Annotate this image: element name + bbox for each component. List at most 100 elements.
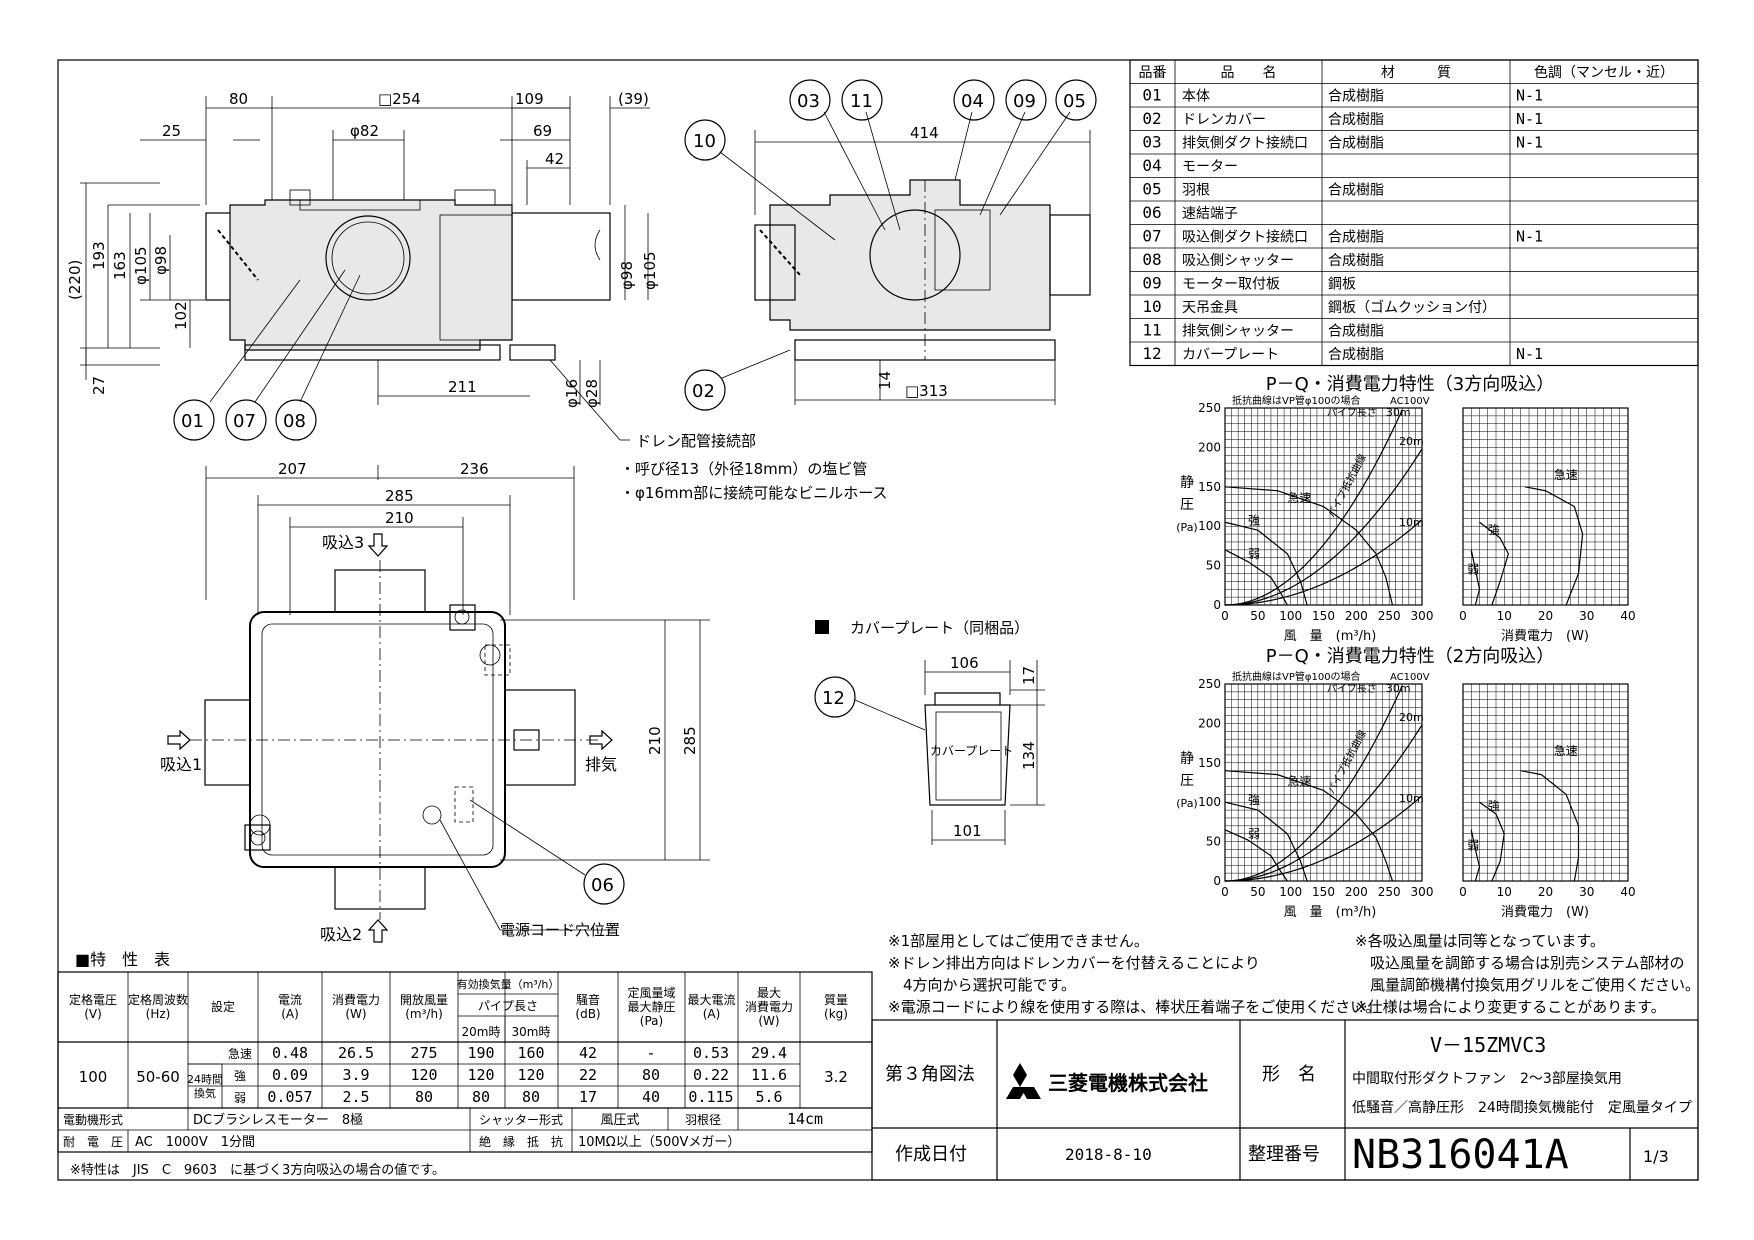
spec-section: ■特 性 表 定格電圧(V)定格周波数(Hz)設定電流(A)消費電力(W)開放風… bbox=[57, 950, 873, 1178]
callout-07: 07 bbox=[233, 411, 256, 432]
parts-material: 合成樹脂 bbox=[1328, 136, 1384, 152]
series-label: 急速 bbox=[1287, 490, 1311, 505]
parts-header: 品番 bbox=[1139, 65, 1167, 81]
parts-no: 09 bbox=[1142, 274, 1161, 293]
power-x-tick: 0 bbox=[1459, 885, 1467, 899]
dim-254: □254 bbox=[378, 90, 421, 108]
y-tick: 0 bbox=[1213, 874, 1221, 888]
spec-cell: 11.6 bbox=[751, 1066, 787, 1084]
x-axis-label: 風 量 (m³/h) bbox=[1284, 629, 1377, 644]
dim-163: 163 bbox=[111, 251, 129, 280]
spec-24h: 24時間 bbox=[187, 1073, 223, 1086]
dim-69: 69 bbox=[533, 122, 552, 140]
parts-material: 合成樹脂 bbox=[1328, 230, 1384, 246]
spec-cell: 0.057 bbox=[267, 1088, 312, 1106]
y-axis-label: (Pa) bbox=[1176, 797, 1197, 810]
spec-header: 最大電流 bbox=[687, 993, 735, 1007]
spec-cell: 40 bbox=[642, 1088, 660, 1106]
side-dim-414: 414 bbox=[910, 124, 939, 142]
front-view: 80 □254 109 (39) 25 φ82 69 42 (220) 193 … bbox=[66, 90, 659, 441]
spec-motor-label: 電動機形式 bbox=[63, 1112, 123, 1127]
pipe-length-label: 20m bbox=[1399, 711, 1424, 724]
power-x-tick: 0 bbox=[1459, 609, 1467, 623]
drawing-number: NB316041A bbox=[1352, 1132, 1569, 1178]
title-block: 第３角図法 三菱電機株式会社 形 名 V－15ZMVC3 中間取付形ダクトファン… bbox=[871, 1019, 1699, 1181]
parts-name: 羽根 bbox=[1182, 183, 1210, 199]
spec-cell: 42 bbox=[579, 1044, 597, 1062]
power-line-強 bbox=[1479, 521, 1510, 606]
power-series-label: 弱 bbox=[1467, 562, 1479, 576]
x-tick: 250 bbox=[1378, 885, 1401, 899]
callouts-front: 01 07 08 bbox=[173, 399, 317, 441]
spec-shutter: 風圧式 bbox=[600, 1113, 639, 1128]
spec-cell: 160 bbox=[517, 1044, 544, 1062]
power-series-label: 強 bbox=[1488, 523, 1500, 537]
parts-name: 天吊金具 bbox=[1182, 300, 1238, 316]
pipe-curve-label: パイプ抵抗曲線 bbox=[1325, 452, 1369, 520]
power-x-tick: 40 bbox=[1620, 609, 1635, 623]
spec-cell: 26.5 bbox=[338, 1044, 374, 1062]
spec-withstand: AC 1000V 1分間 bbox=[135, 1135, 255, 1150]
parts-no: 12 bbox=[1142, 344, 1161, 363]
pipe-length-label: 30m bbox=[1386, 406, 1411, 419]
side-view: 414 □313 14 03 11 04 09 05 10 0 bbox=[684, 79, 1097, 411]
spec-header: (A) bbox=[281, 1007, 299, 1021]
power-series-label: 急速 bbox=[1554, 467, 1578, 482]
parts-material: 合成樹脂 bbox=[1328, 324, 1384, 340]
series-line-強 bbox=[1224, 801, 1308, 882]
x-tick: 150 bbox=[1312, 609, 1335, 623]
spec-cell: 0.53 bbox=[693, 1044, 729, 1062]
spec-sub: 弱 bbox=[234, 1091, 246, 1105]
parts-no: 10 bbox=[1142, 297, 1161, 316]
dim-phi98-l: φ98 bbox=[152, 246, 170, 275]
pipe-label: パイプ長さ bbox=[1327, 683, 1377, 695]
parts-material: 合成樹脂 bbox=[1328, 183, 1384, 199]
series-label: 強 bbox=[1248, 513, 1260, 527]
power-line-急速 bbox=[1520, 770, 1580, 882]
spec-header: 最大 bbox=[757, 986, 781, 1000]
x-tick: 50 bbox=[1250, 609, 1265, 623]
spec-header: 電流 bbox=[278, 993, 302, 1007]
parts-header: 材 質 bbox=[1381, 65, 1451, 81]
power-series-label: 強 bbox=[1488, 799, 1500, 813]
parts-material: 合成樹脂 bbox=[1328, 253, 1384, 269]
pipe-label: パイプ長さ bbox=[1327, 407, 1377, 419]
spec-mode: 急速 bbox=[228, 1046, 252, 1061]
spec-header: 騒音 bbox=[576, 992, 600, 1007]
spec-cell: 80 bbox=[522, 1088, 540, 1106]
power-line-弱 bbox=[1470, 829, 1481, 882]
note-right-3: 風量調節機構付換気用グリルをご使用ください。 bbox=[1355, 976, 1700, 994]
spec-header: (Hz) bbox=[146, 1007, 171, 1021]
parts-no: 01 bbox=[1142, 86, 1161, 105]
spec-header: (kg) bbox=[824, 1007, 848, 1021]
spec-insul-label: 絶 縁 抵 抗 bbox=[479, 1134, 563, 1149]
x-tick: 300 bbox=[1411, 885, 1434, 899]
parts-material: 鋼板（ゴムクッション付） bbox=[1328, 299, 1496, 316]
parts-no: 11 bbox=[1142, 321, 1161, 340]
power-x-tick: 40 bbox=[1620, 885, 1635, 899]
drain-line-1: ・呼び径13（外径18mm）の塩ビ管 bbox=[620, 460, 867, 478]
callout-11: 11 bbox=[850, 91, 873, 112]
y-axis-label: 圧 bbox=[1180, 773, 1194, 789]
spec-cell: 0.22 bbox=[693, 1066, 729, 1084]
parts-name: ドレンカバー bbox=[1182, 112, 1266, 128]
x-tick: 0 bbox=[1221, 885, 1229, 899]
spec-cell: 2.5 bbox=[342, 1088, 369, 1106]
pipe-curve bbox=[1224, 795, 1423, 882]
parts-color: N-1 bbox=[1516, 228, 1543, 246]
spec-header: パイプ長さ bbox=[478, 999, 538, 1013]
x-tick: 300 bbox=[1411, 609, 1434, 623]
spec-mass: 3.2 bbox=[824, 1068, 848, 1086]
plan-dim-285: 285 bbox=[385, 487, 414, 505]
spec-cell: 190 bbox=[467, 1044, 494, 1062]
pipe-curve-label: パイプ抵抗曲線 bbox=[1325, 728, 1369, 796]
parts-name: 吸込側ダクト接続口 bbox=[1182, 229, 1308, 246]
series-line-弱 bbox=[1224, 829, 1288, 882]
cover-title: カバープレート（同梱品） bbox=[850, 619, 1029, 637]
label-inlet3: 吸込3 bbox=[322, 533, 364, 552]
y-tick: 250 bbox=[1198, 401, 1221, 415]
pipe-length-label: 10m bbox=[1399, 516, 1424, 529]
callout-03: 03 bbox=[797, 91, 820, 112]
plan-view: 207 236 285 210 210 285 吸込3 吸込1 吸込2 排気 電… bbox=[160, 460, 710, 944]
parts-color: N-1 bbox=[1516, 110, 1543, 128]
